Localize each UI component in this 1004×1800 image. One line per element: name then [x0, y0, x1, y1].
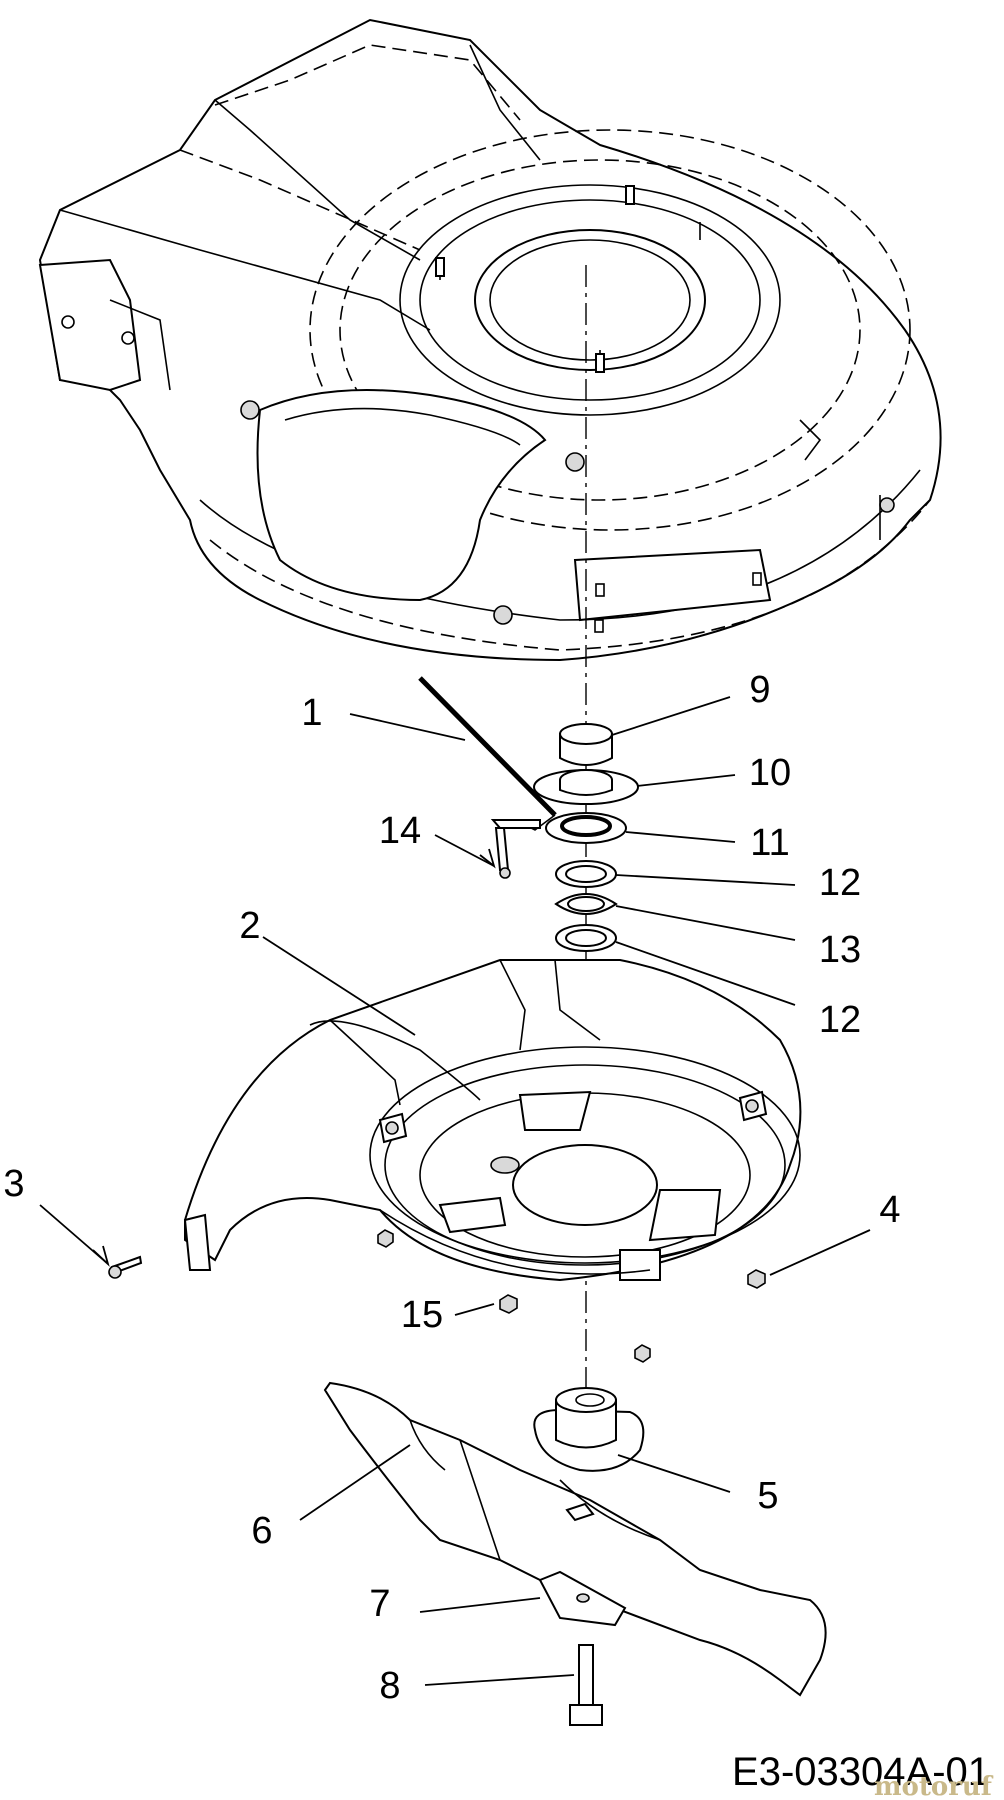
part-12-lower-washer	[555, 924, 617, 952]
part-12-upper-washer	[555, 860, 617, 888]
part-3-bolt	[108, 1255, 143, 1279]
callout-2: 2	[239, 905, 260, 947]
callout-8: 8	[379, 1665, 400, 1707]
callout-11: 11	[750, 822, 789, 864]
part-9-bushing	[559, 723, 613, 766]
part-11-washer	[545, 812, 627, 844]
part-6-blade	[323, 1381, 827, 1697]
watermark-logo: motoruf	[874, 1772, 994, 1800]
part-2-blade-housing	[183, 959, 802, 1282]
callout-12a: 12	[819, 862, 861, 904]
callout-13: 13	[819, 929, 861, 971]
callout-4: 4	[879, 1189, 900, 1231]
part-15-nut	[499, 1294, 518, 1314]
part-4-nut	[747, 1269, 766, 1289]
part-5-blade-adapter	[533, 1387, 645, 1472]
part-14-pin	[490, 819, 541, 879]
callout-15: 15	[401, 1294, 443, 1336]
part-7-retaining-plate	[538, 1570, 627, 1627]
callout-9: 9	[749, 669, 770, 711]
callout-1: 1	[301, 692, 322, 734]
callout-6: 6	[251, 1510, 272, 1552]
callout-14: 14	[379, 810, 421, 852]
part-8-blade-bolt	[569, 1644, 603, 1726]
nut-left	[377, 1229, 394, 1248]
part-10-washer	[533, 769, 639, 805]
callout-12b: 12	[819, 999, 861, 1041]
callout-5: 5	[757, 1475, 778, 1517]
mower-deck	[38, 18, 942, 662]
callout-10: 10	[749, 752, 791, 794]
callout-labels: 1 2 3 4 5 6 7 8 9 10 11 12 13 12 14 15	[3, 669, 900, 1707]
callout-7: 7	[369, 1583, 390, 1625]
nut-small	[634, 1344, 651, 1363]
part-13-spring-washer	[554, 893, 618, 915]
callout-3: 3	[3, 1163, 24, 1205]
leader-lines	[39, 696, 871, 1686]
drawing-id: E3-03304A-01	[732, 1750, 990, 1794]
part-1-brake-cable	[418, 671, 561, 831]
